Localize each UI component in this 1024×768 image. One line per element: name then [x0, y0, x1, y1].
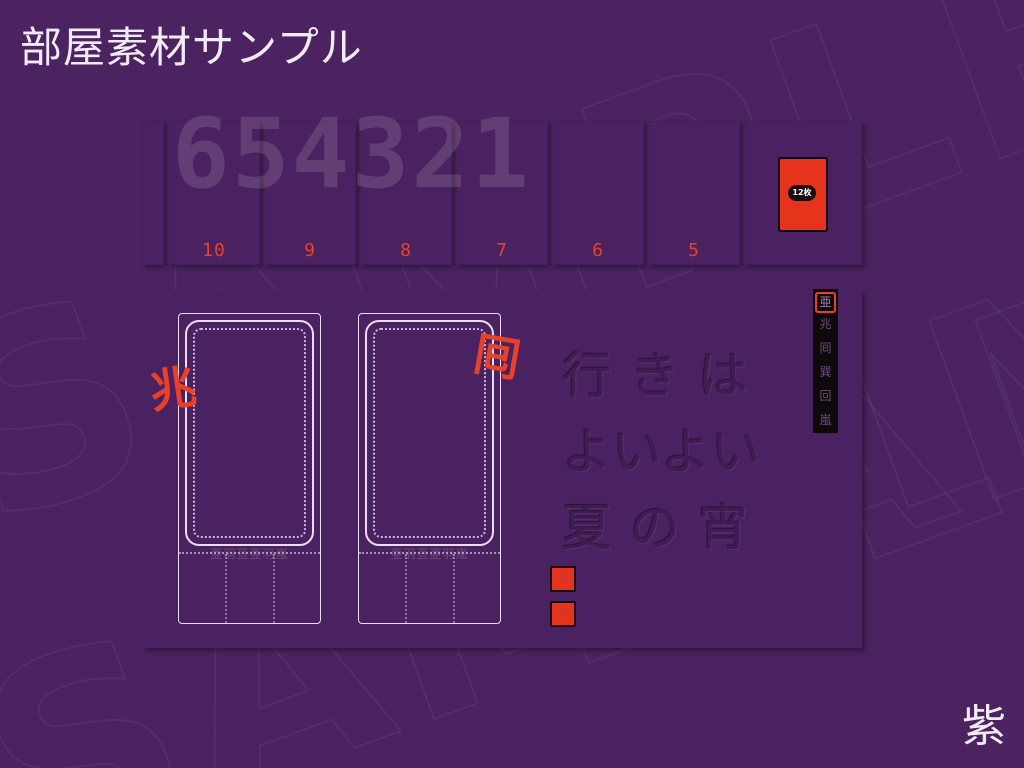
token-1[interactable]: 兆 [550, 566, 576, 592]
card-slot-8[interactable]: 8 [360, 121, 452, 265]
ticket-divider [273, 554, 275, 623]
poem-line-3: 夏の宵 [562, 499, 766, 557]
palette-item-2[interactable]: 兆 [819, 317, 832, 331]
card-slot-9[interactable]: 9 [264, 121, 356, 265]
ticket-card-1[interactable]: 亜羽亘亜羽嵐 [178, 313, 321, 624]
ticket-divider [225, 554, 227, 623]
deck-count-badge: 12枚 [788, 185, 816, 201]
game-board [142, 290, 862, 648]
ticket-frame [185, 320, 314, 546]
card-slot-6[interactable]: 6 [552, 121, 644, 265]
ticket-frame [365, 320, 494, 546]
card-slot-7[interactable]: 7 [456, 121, 548, 265]
card-slot-5[interactable]: 5 [648, 121, 740, 265]
page-title: 部屋素材サンプル [20, 23, 363, 72]
card-slot-10[interactable]: 10 [168, 121, 260, 265]
ticket-tear-line [179, 552, 320, 554]
slot-number: 6 [592, 240, 604, 261]
engraved-poem: 行きは よいよい 夏の宵 [562, 338, 792, 566]
palette-item-5[interactable]: 回 [819, 389, 832, 403]
deck-card[interactable]: 12枚 [778, 157, 828, 232]
poem-line-2: よいよい [562, 423, 761, 481]
ticket-dotted-border [193, 328, 306, 538]
ticket-divider [405, 554, 407, 623]
stamp-piece-2[interactable]: 囘 [469, 326, 525, 388]
stamp-piece-1[interactable]: 兆 [146, 359, 200, 419]
palette-item-3[interactable]: 囘 [819, 341, 832, 355]
slot-number: 7 [496, 240, 508, 261]
slot-number: 9 [304, 240, 316, 261]
palette-item-6[interactable]: 嵐 [819, 413, 832, 427]
ticket-dotted-border [373, 328, 486, 538]
slot-number: 8 [400, 240, 412, 261]
ticket-card-2[interactable]: 亜羽亘亜羽嵐 [358, 313, 501, 624]
slot-number: 5 [688, 240, 700, 261]
token-2[interactable]: 兆 [550, 601, 576, 627]
ticket-divider [453, 554, 455, 623]
ticket-tear-line [359, 552, 500, 554]
background-digits: 654321 [172, 114, 531, 194]
poem-line-1: 行きは [562, 347, 766, 405]
theme-label: 紫 [962, 701, 1006, 752]
card-slot-edge[interactable] [142, 121, 164, 265]
palette-item-4[interactable]: 巽 [819, 365, 832, 379]
slot-number: 10 [202, 240, 226, 261]
stamp-palette: 亜 兆 囘 巽 回 嵐 [813, 289, 838, 433]
palette-item-1[interactable]: 亜 [815, 292, 836, 313]
